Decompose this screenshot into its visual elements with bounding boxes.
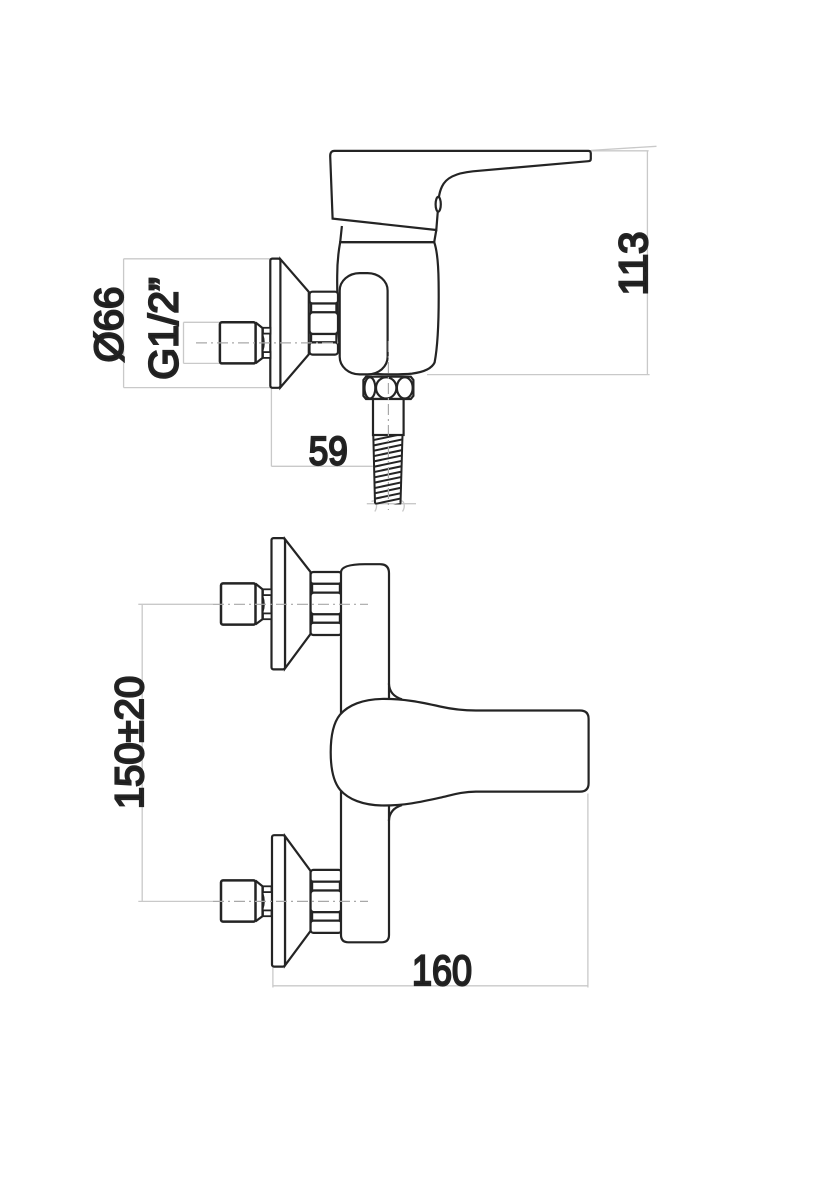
svg-text:G1/2”: G1/2” [141, 277, 187, 380]
svg-text:113: 113 [612, 232, 656, 296]
svg-text:59: 59 [309, 429, 348, 473]
svg-text:160: 160 [412, 947, 472, 995]
svg-text:Ø66: Ø66 [88, 287, 132, 363]
svg-text:150±20: 150±20 [108, 676, 152, 809]
